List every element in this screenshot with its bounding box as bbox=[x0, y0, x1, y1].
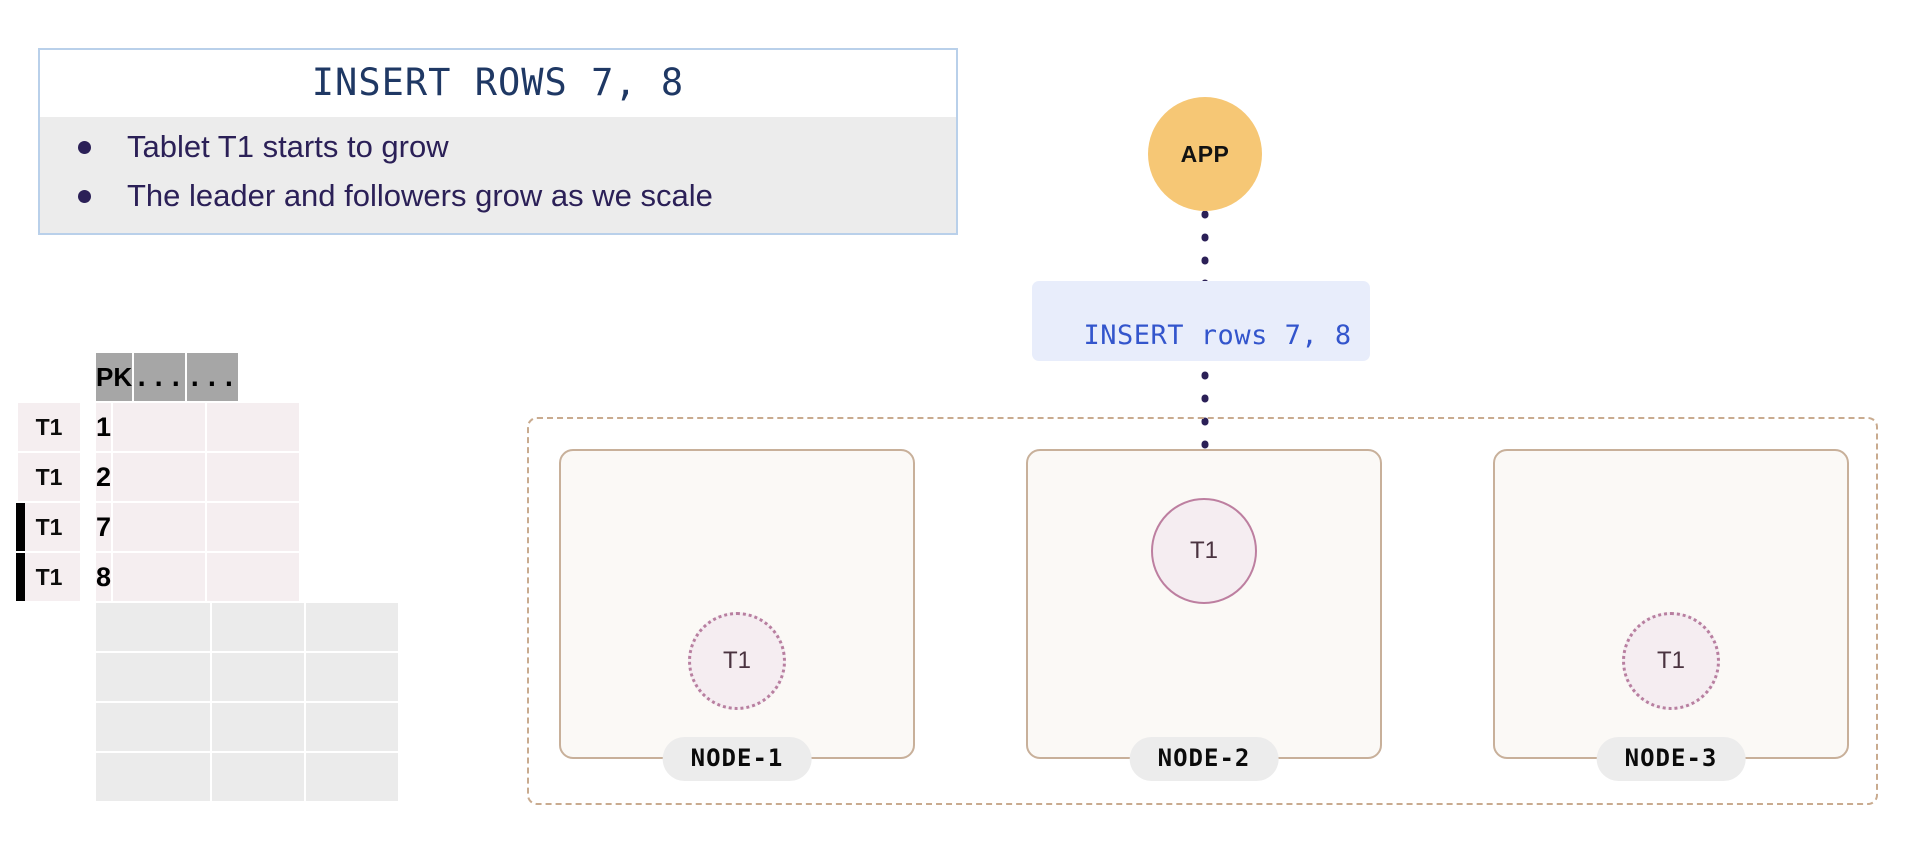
column-header-pk: PK bbox=[96, 353, 135, 403]
cell-empty bbox=[96, 603, 212, 653]
table-header-row: PK ... ... bbox=[18, 353, 400, 403]
column-header-ellipsis-2: ... bbox=[187, 353, 241, 403]
callout-bullet-text: Tablet T1 starts to grow bbox=[127, 129, 449, 164]
cell-empty bbox=[306, 653, 400, 703]
cell-pk: 7 bbox=[96, 503, 114, 553]
cell-empty bbox=[96, 703, 212, 753]
row-label-empty bbox=[18, 653, 80, 703]
cell-pk: 1 bbox=[96, 403, 114, 453]
cell-empty bbox=[96, 753, 212, 803]
row-tablet-label: T1 bbox=[18, 403, 80, 453]
table-row-empty bbox=[18, 753, 400, 803]
cell-col2 bbox=[113, 553, 208, 603]
cell-empty bbox=[306, 603, 400, 653]
cell-col2 bbox=[113, 503, 208, 553]
callout-bullet-list: Tablet T1 starts to grow The leader and … bbox=[40, 117, 956, 233]
cell-col3 bbox=[207, 553, 302, 603]
node-2-label: NODE-2 bbox=[1129, 737, 1279, 781]
node-3[interactable]: T1 NODE-3 bbox=[1493, 449, 1849, 781]
app-node[interactable]: APP bbox=[1148, 97, 1262, 211]
row-label-empty bbox=[18, 753, 80, 803]
cell-col3 bbox=[207, 403, 302, 453]
callout-title: INSERT ROWS 7, 8 bbox=[40, 50, 956, 117]
cell-empty bbox=[212, 653, 306, 703]
cell-empty bbox=[212, 603, 306, 653]
row-tablet-label-marked: T1 bbox=[16, 553, 80, 603]
table-row: T1 8 bbox=[16, 553, 400, 603]
callout-bullet-item: Tablet T1 starts to grow bbox=[40, 123, 956, 172]
tablet-label: T1 bbox=[722, 647, 751, 674]
cluster-container: T1 NODE-1 T1 NODE-2 T1 NODE-3 bbox=[527, 417, 1878, 805]
row-label-header bbox=[18, 353, 80, 403]
cell-empty bbox=[306, 703, 400, 753]
row-label-empty bbox=[18, 603, 80, 653]
table-row: T1 7 bbox=[16, 503, 400, 553]
tablet-rows-table: PK ... ... T1 1 T1 2 T1 7 bbox=[16, 353, 400, 803]
cell-empty bbox=[212, 753, 306, 803]
table-row-empty bbox=[18, 653, 400, 703]
table-row: T1 1 bbox=[18, 403, 400, 453]
cell-empty bbox=[306, 753, 400, 803]
node-1-label: NODE-1 bbox=[662, 737, 812, 781]
column-header-ellipsis-1: ... bbox=[134, 353, 188, 403]
cell-col3 bbox=[207, 503, 302, 553]
cell-pk: 8 bbox=[96, 553, 114, 603]
callout-bullet-item: The leader and followers grow as we scal… bbox=[40, 172, 956, 221]
callout-bullet-text: The leader and followers grow as we scal… bbox=[127, 177, 713, 213]
tablet-label: T1 bbox=[1189, 537, 1218, 564]
tablet-label: T1 bbox=[1656, 647, 1685, 674]
table-row: T1 2 bbox=[18, 453, 400, 503]
cell-empty bbox=[212, 703, 306, 753]
cell-col3 bbox=[207, 453, 302, 503]
row-tablet-label: T1 bbox=[18, 453, 80, 503]
bullet-dot-icon bbox=[78, 140, 91, 154]
cell-col2 bbox=[113, 403, 208, 453]
cell-pk: 2 bbox=[96, 453, 114, 503]
app-node-label: APP bbox=[1180, 140, 1230, 167]
node-3-label: NODE-3 bbox=[1596, 737, 1746, 781]
tablet-follower-node-1[interactable]: T1 bbox=[688, 612, 786, 710]
tablet-leader-node-2[interactable]: T1 bbox=[1151, 498, 1257, 604]
insert-callout-box: INSERT ROWS 7, 8 Tablet T1 starts to gro… bbox=[38, 48, 958, 235]
row-tablet-label-marked: T1 bbox=[16, 503, 80, 553]
table-row-empty bbox=[18, 603, 400, 653]
table-row-empty bbox=[18, 703, 400, 753]
bullet-dot-icon bbox=[78, 189, 91, 203]
tablet-follower-node-3[interactable]: T1 bbox=[1622, 612, 1720, 710]
row-label-empty bbox=[18, 703, 80, 753]
node-1[interactable]: T1 NODE-1 bbox=[559, 449, 915, 781]
node-2[interactable]: T1 NODE-2 bbox=[1026, 449, 1382, 781]
cell-empty bbox=[96, 653, 212, 703]
insert-query-text: INSERT rows 7, 8 bbox=[1083, 320, 1352, 351]
insert-query-badge: INSERT rows 7, 8 bbox=[1032, 281, 1370, 361]
cell-col2 bbox=[113, 453, 208, 503]
